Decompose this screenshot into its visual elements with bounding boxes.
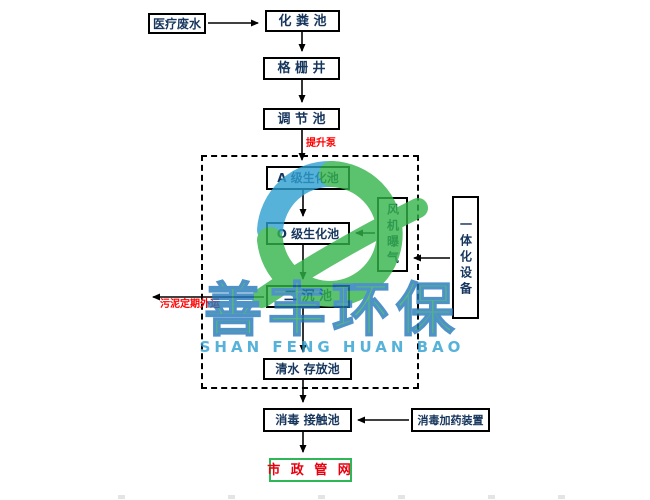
node-municipal-pipe-network: 市 政 管 网 xyxy=(267,458,352,482)
node-grille-well: 格 栅 井 xyxy=(263,57,340,80)
page-artifact xyxy=(558,495,565,499)
node-regulating-tank: 调 节 池 xyxy=(263,108,340,130)
node-clean-water-storage-tank: 清水 存放池 xyxy=(263,358,352,380)
node-integrated-equipment: 一体化设备 xyxy=(452,196,479,319)
node-fan-aeration: 风机曝气 xyxy=(377,197,408,272)
page-artifact xyxy=(488,495,495,499)
label-sludge-periodic-removal: 污泥定期外运 xyxy=(160,299,220,310)
node-o-grade-biochemical-tank: O 级生化池 xyxy=(266,222,350,245)
label-lift-pump: 提升泵 xyxy=(306,138,336,149)
node-a-grade-biochemical-tank: A 级生化池 xyxy=(266,166,350,190)
page-artifact xyxy=(318,495,325,499)
page-artifact xyxy=(228,495,235,499)
page-artifact xyxy=(118,495,125,499)
node-disinfection-contact-tank: 消毒 接触池 xyxy=(263,408,352,432)
integrated-equipment-dashed-boundary xyxy=(201,155,419,389)
node-septic-tank: 化 粪 池 xyxy=(265,10,340,32)
page-artifact xyxy=(398,495,405,499)
node-secondary-sedimentation-tank: 二 沉 池 xyxy=(266,285,350,308)
node-medical-wastewater: 医疗废水 xyxy=(148,13,206,34)
node-disinfection-dosing-device: 消毒加药装置 xyxy=(411,408,490,432)
